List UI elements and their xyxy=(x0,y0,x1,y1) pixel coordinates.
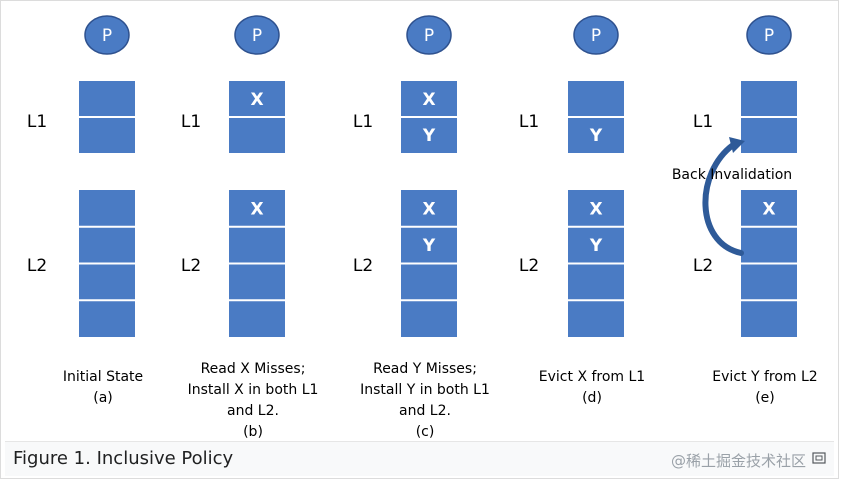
l1-cache-line xyxy=(79,81,135,117)
l2-cache-line xyxy=(568,226,624,264)
level-label-l1: L1 xyxy=(519,112,539,132)
step-caption-line: (a) xyxy=(93,390,113,406)
step-caption-line: Evict Y from L2 xyxy=(712,369,817,385)
expand-icon[interactable] xyxy=(812,452,826,464)
processor-label: P xyxy=(102,26,112,46)
step-caption-line: (d) xyxy=(582,390,602,406)
l1-cache-line xyxy=(401,117,457,153)
level-label-l2: L2 xyxy=(181,256,201,276)
l1-block-value: Y xyxy=(422,126,436,146)
back-invalidation-label: Back Invalidation xyxy=(672,167,792,183)
l1-cache-line xyxy=(229,81,285,117)
l2-block-value: Y xyxy=(589,236,603,256)
l2-block-value: X xyxy=(589,199,602,219)
l2-block-value: X xyxy=(250,199,263,219)
l2-cache-line xyxy=(568,263,624,301)
level-label-l1: L1 xyxy=(27,112,47,132)
l2-cache-line xyxy=(741,263,797,301)
step-caption-line: and L2. xyxy=(227,403,279,419)
l2-block-value: X xyxy=(422,199,435,219)
l2-cache-line xyxy=(79,190,135,227)
processor-node xyxy=(234,15,280,55)
l2-cache-line xyxy=(741,190,797,227)
step-caption-line: and L2. xyxy=(399,403,451,419)
l1-block-value: Y xyxy=(589,126,603,146)
l2-block-value: X xyxy=(762,199,775,219)
l1-cache-line xyxy=(741,117,797,153)
l2-cache-line xyxy=(229,263,285,301)
level-label-l2: L2 xyxy=(353,256,373,276)
l1-cache-line xyxy=(79,117,135,153)
watermark-text: @稀土掘金技术社区 xyxy=(670,452,806,470)
l1-cache-line xyxy=(568,117,624,153)
processor-label: P xyxy=(424,26,434,46)
back-invalidation-arrow xyxy=(702,142,744,256)
l2-cache-line xyxy=(568,190,624,227)
level-label-l1: L1 xyxy=(353,112,373,132)
l1-cache-line xyxy=(568,81,624,117)
l1-cache-line xyxy=(229,117,285,153)
processor-node xyxy=(573,15,619,55)
l2-cache-line xyxy=(79,300,135,337)
figure-caption: Figure 1. Inclusive Policy xyxy=(13,448,234,469)
l1-cache-line xyxy=(401,81,457,117)
step-caption-line: Install X in both L1 xyxy=(188,382,319,398)
l2-cache-line xyxy=(401,300,457,337)
l2-cache-line xyxy=(401,263,457,301)
step-caption-line: (c) xyxy=(416,424,435,439)
processor-node xyxy=(84,15,130,55)
step-caption-line: (e) xyxy=(755,390,775,406)
processor-node xyxy=(746,15,792,55)
l2-cache-line xyxy=(229,190,285,227)
l2-cache-line xyxy=(568,300,624,337)
l2-cache-line xyxy=(79,226,135,264)
step-caption-line: Read Y Misses; xyxy=(373,361,477,377)
l2-cache-line xyxy=(741,300,797,337)
step-caption-line: Initial State xyxy=(63,369,143,385)
l2-block-value: Y xyxy=(422,236,436,256)
level-label-l1: L1 xyxy=(181,112,201,132)
level-label-l2: L2 xyxy=(519,256,539,276)
processor-label: P xyxy=(591,26,601,46)
step-caption-line: Read X Misses; xyxy=(201,361,306,377)
processor-node xyxy=(406,15,452,55)
processor-label: P xyxy=(764,26,774,46)
l2-cache-line xyxy=(741,226,797,264)
l2-cache-line xyxy=(401,190,457,227)
l2-cache-line xyxy=(229,226,285,264)
l1-block-value: X xyxy=(422,90,435,110)
processor-label: P xyxy=(252,26,262,46)
l2-cache-line xyxy=(401,226,457,264)
l2-cache-line xyxy=(229,300,285,337)
l1-block-value: X xyxy=(250,90,263,110)
l1-cache-line xyxy=(741,81,797,117)
step-caption-line: Install Y in both L1 xyxy=(360,382,490,398)
l2-cache-line xyxy=(79,263,135,301)
step-caption-line: Evict X from L1 xyxy=(539,369,645,385)
level-label-l1: L1 xyxy=(693,112,713,132)
level-label-l2: L2 xyxy=(693,256,713,276)
level-label-l2: L2 xyxy=(27,256,47,276)
back-invalidation-arrowhead xyxy=(729,137,745,153)
step-caption-line: (b) xyxy=(243,424,263,439)
caption-bar: Figure 1. Inclusive Policy @稀土掘金技术社区 xyxy=(5,441,834,476)
